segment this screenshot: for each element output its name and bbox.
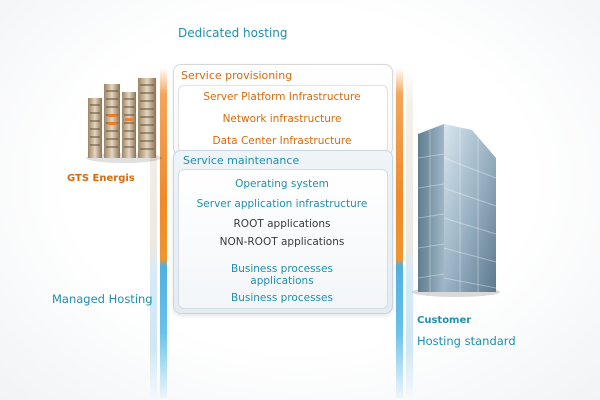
maintenance-item: NON-ROOT applications: [219, 236, 345, 248]
hosting-standard-label: Hosting standard: [417, 334, 516, 348]
office-tower-icon: [412, 124, 500, 297]
managed-hosting-label: Managed Hosting: [52, 292, 153, 306]
maintenance-item: Operating system: [235, 178, 329, 190]
datacenter-building-icon: [86, 78, 162, 163]
provisioning-item: Data Center Infrastructure: [212, 135, 352, 147]
maintenance-item: Business processes: [231, 292, 333, 304]
maintenance-item: ROOT applications: [233, 218, 331, 230]
maintenance-item: Business processes applications: [231, 263, 333, 287]
service-provisioning-inner: [178, 85, 388, 153]
right-inner-bar: [396, 68, 403, 398]
provisioning-item: Network infrastructure: [222, 113, 342, 125]
service-maintenance-title: Service maintenance: [183, 154, 300, 167]
customer-label: Customer: [417, 315, 472, 326]
provisioning-item: Server Platform Infrastructure: [203, 91, 361, 103]
diagram-title: Dedicated hosting: [178, 26, 288, 40]
service-maintenance-inner: [178, 169, 388, 309]
provider-label: GTS Energis: [67, 173, 135, 184]
left-inner-bar: [160, 68, 167, 398]
service-provisioning-title: Service provisioning: [181, 69, 293, 82]
right-outer-bar: [406, 68, 413, 398]
left-outer-bar: [150, 68, 157, 398]
maintenance-item: Server application infrastructure: [196, 198, 368, 210]
